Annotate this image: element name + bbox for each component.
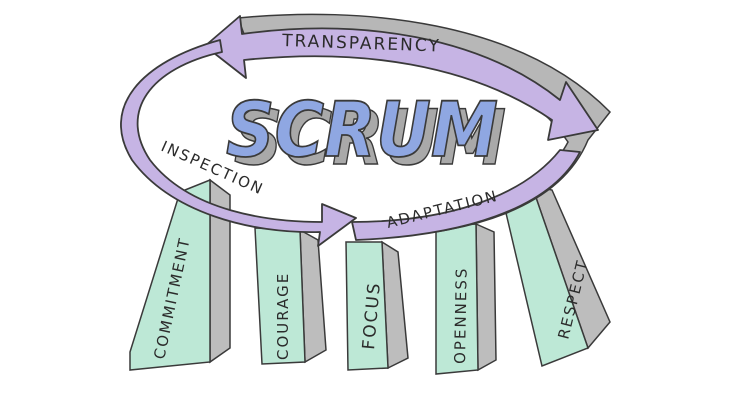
pillar-commitment-front — [129, 178, 211, 371]
pillar-openness-side — [475, 222, 497, 372]
scrum-title: SCRUM SCRUM — [225, 84, 507, 183]
scrum-title-shadow: SCRUM — [234, 93, 506, 182]
arrow-transparency — [204, 15, 599, 141]
arrow-inspection — [120, 39, 357, 247]
pillar-focus-front — [345, 241, 389, 371]
pillar-respect: RESPECT — [501, 185, 611, 368]
scrum-title-text: SCRUM — [226, 85, 498, 174]
pillar-label-courage: COURAGE — [274, 272, 292, 360]
pillar-courage: COURAGE — [254, 227, 327, 365]
pillar-label-openness: OPENNESS — [451, 266, 471, 364]
pillar-focus: FOCUS — [345, 240, 409, 371]
arrow-adaptation — [351, 149, 581, 241]
pillar-openness: OPENNESS — [435, 222, 497, 375]
